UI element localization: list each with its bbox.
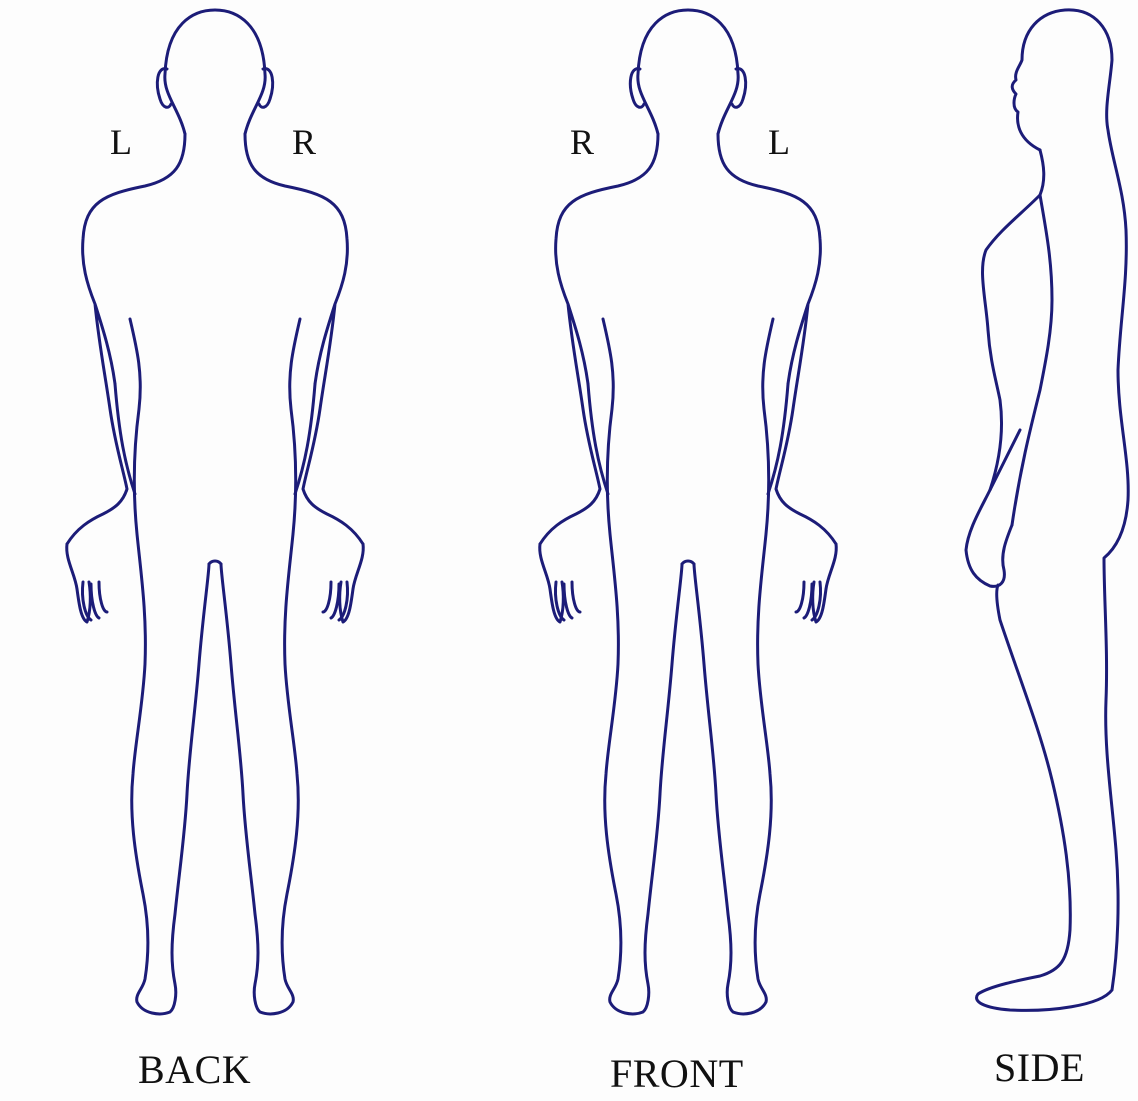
front-view-label: FRONT (610, 1054, 744, 1094)
back-left-marker: L (110, 124, 132, 160)
front-left-marker: L (768, 124, 790, 160)
back-view-label: BACK (138, 1050, 251, 1090)
back-right-marker: R (292, 124, 316, 160)
front-right-marker: R (570, 124, 594, 160)
side-view-label: SIDE (994, 1048, 1085, 1088)
side-figure (966, 10, 1128, 1010)
